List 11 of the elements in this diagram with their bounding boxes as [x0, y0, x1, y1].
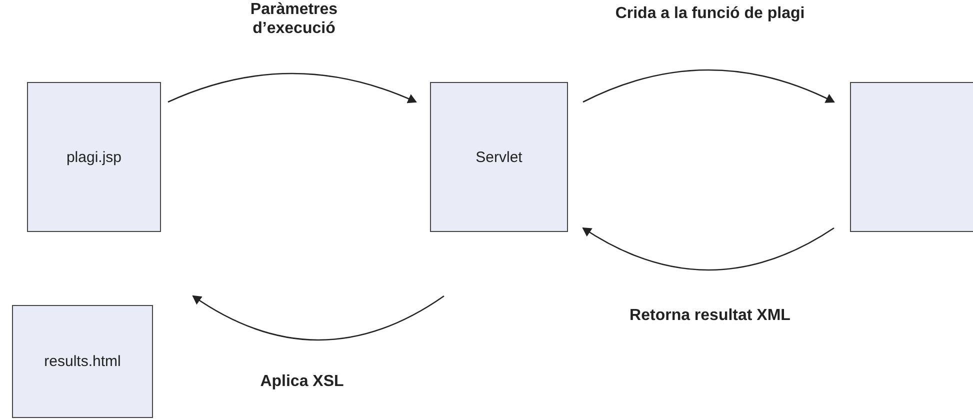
- box-label: plagi.jsp: [66, 148, 122, 166]
- process-box: [12, 305, 153, 418]
- box-label: results.html: [44, 353, 121, 370]
- process-box: [850, 82, 973, 232]
- curved-arrow: [168, 72, 417, 104]
- process-box: [430, 82, 568, 232]
- box-label: Servlet: [476, 148, 522, 166]
- process-box: [27, 82, 161, 232]
- curved-arrow: [192, 295, 444, 341]
- curved-arrow: [582, 69, 835, 104]
- curved-arrow: [582, 227, 834, 271]
